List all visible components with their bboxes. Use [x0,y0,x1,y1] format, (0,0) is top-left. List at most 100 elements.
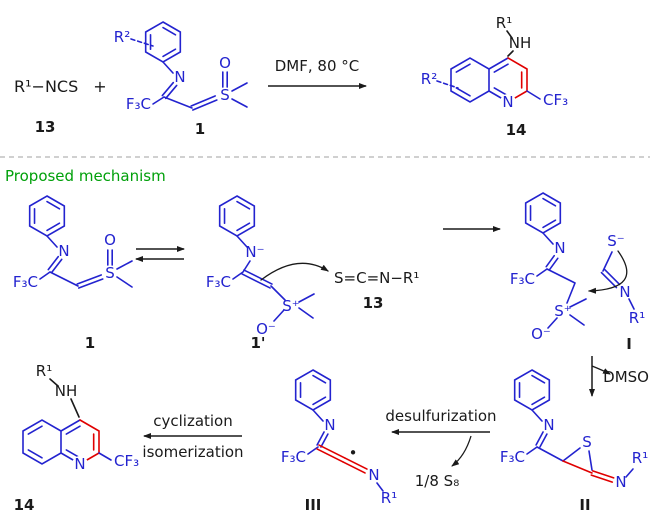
aromatic-inner [27,425,43,435]
n-c-double-bond [161,81,175,97]
cumulene-double-red [344,457,368,470]
reaction-arrow: DMF, 80 °C [268,57,367,89]
intermediate-III-number: III [305,496,322,514]
nh-label: NH [509,34,532,52]
n-c-double-bond [47,255,60,271]
compound-13-number: 13 [363,294,384,312]
cumulene-double-red [316,448,344,463]
r1-label: R¹ [629,309,645,327]
n-mask [500,94,516,110]
n-c-double-bond [539,433,548,448]
n-c-double-bond [50,258,63,274]
r2-dashed-bond [436,80,459,89]
product-14-top: R¹ NH R² N CF₃ 14 [421,14,568,139]
isomerization-label: isomerization [142,443,243,461]
compound-14-number: 14 [14,496,35,514]
o-anion-label: O⁻ [531,325,551,343]
o-anion-label: O⁻ [256,320,276,338]
isothiocyanate-13: S=C=N−R¹ 13 [334,269,419,312]
s8-leaving-arrow [451,435,472,467]
s-label: S [105,264,115,282]
radical-dot: • [349,444,358,462]
c-s-double-bond [192,99,218,111]
r1-label: R¹ [632,449,648,467]
nh-bonds [506,30,514,57]
aromatic-inner [65,425,81,435]
n-label: N [554,239,565,257]
f3c-label: F₃C [206,273,231,291]
compound-1-number: 1 [195,120,205,138]
arrow-desulfurization: desulfurization 1/8 S₈ [385,407,496,490]
single-bonds [232,235,315,322]
aromatic-inner [27,449,43,459]
reaction-conditions: DMF, 80 °C [275,57,360,75]
s-label: S [220,86,230,104]
ylide-1-top: R² N F₃C S O 1 [114,21,248,138]
c-n-double-bond-red [590,474,614,483]
ring-n-label: N [74,455,85,473]
compound-1prime-number: 1' [250,334,265,352]
attack-curved-arrow [260,262,329,281]
o-label: O [104,231,116,249]
quinoline-red-bonds [79,419,100,465]
n-c-double-bond [548,257,559,271]
aromatic-inner [493,63,509,73]
ring-n-label: N [502,93,513,111]
c-n-double-bond-red [591,470,615,479]
f3c-label: F₃C [500,448,525,466]
phenyl-ring [524,192,562,234]
n2-label: N [368,466,379,484]
nh-label: NH [55,382,78,400]
s-label: S [582,433,592,451]
r1-label: R¹ [36,362,52,380]
n-mask [72,456,88,472]
single-bonds [39,235,133,288]
r1-label: R¹ [381,489,397,507]
s-cation-label: S⁺ [282,297,299,315]
n-label: N [58,242,69,260]
single-bonds [307,409,384,492]
c-c-double-bond [241,273,271,289]
c-s-double-bond [190,95,216,107]
compound-14-number: 14 [506,121,527,139]
c-c-double-bond [243,269,273,285]
isothiocyanate-formula: S=C=N−R¹ [334,269,419,287]
n-c-double-bond [535,431,544,446]
n-c-double-bond [545,254,556,268]
intermediate-I-number: I [626,335,632,353]
r1-label: R¹ [496,14,512,32]
n-label: N [324,416,335,434]
cumulene-double-red [342,461,366,474]
dmso-label: DMSO [603,368,649,386]
o-label: O [219,54,231,72]
aryl-ring [144,21,182,63]
plus-sign: + [93,77,106,96]
r2-label: R² [114,28,130,46]
quinoline-red-bonds [507,57,528,103]
r2-dashed-bond [130,38,154,47]
thiirane-red-bond [562,460,593,474]
f3c-label: F₃C [510,270,535,288]
phenyl-ring [218,195,256,237]
phenyl-ring [28,195,66,237]
compound-1-number: 1 [85,334,95,352]
s-cation-label: S⁺ [554,302,571,320]
mechanism-header: Proposed mechanism [5,167,166,185]
dmso-leaving-arrow [591,365,611,375]
cf3-label: CF₃ [114,452,139,470]
phenyl-ring [513,369,551,411]
n2-label: N [615,473,626,491]
ylide-1-mech: N F₃C S O 1 [13,195,133,352]
n-label: N [174,68,185,86]
f3c-label: F₃C [13,273,38,291]
n-anion-label: N⁻ [245,243,264,261]
arrow-I-to-II: DMSO [589,356,649,397]
r2-label: R² [421,70,437,88]
reactant-13: R¹−NCS 13 [14,77,78,136]
desulfurization-label: desulfurization [385,407,496,425]
n2-label: N [619,283,630,301]
reactant-13-number: 13 [35,118,56,136]
c-n-double-bond [600,271,618,289]
